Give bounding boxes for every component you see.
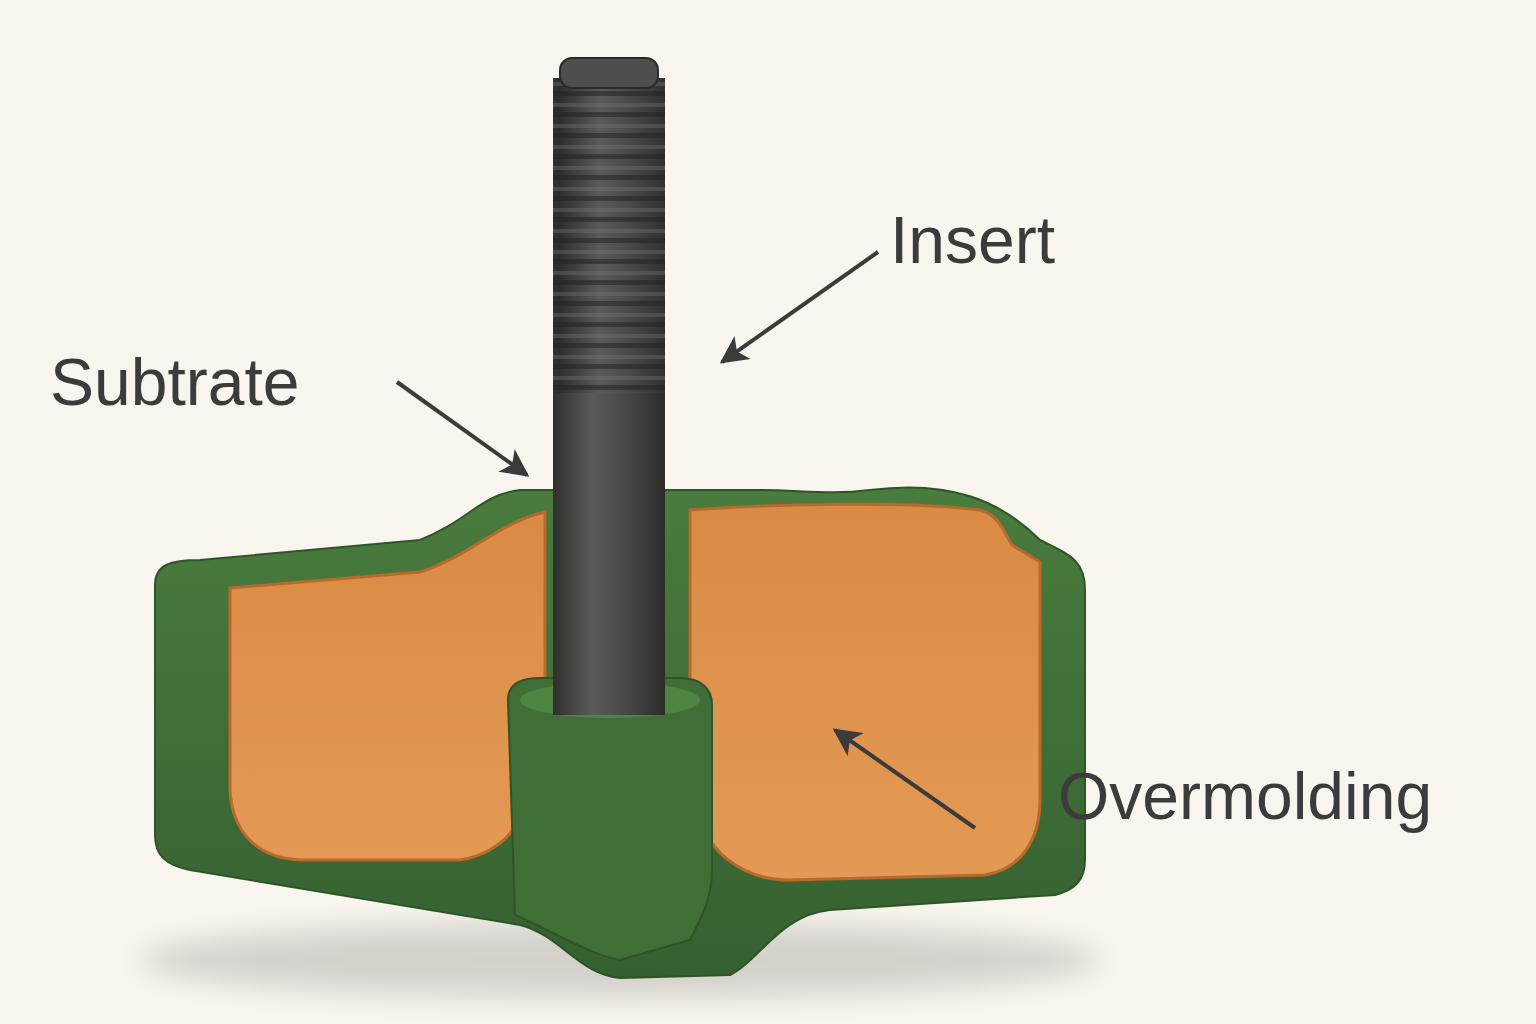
leader-arrow bbox=[722, 252, 878, 362]
insert-shank bbox=[553, 390, 665, 715]
overmold-left bbox=[230, 512, 545, 860]
part-label: Subtrate bbox=[50, 346, 300, 419]
insert-thread bbox=[553, 78, 665, 393]
substrate-boss bbox=[508, 678, 712, 960]
leader-arrow bbox=[835, 730, 975, 828]
overmold-right bbox=[690, 504, 1040, 880]
insert-tip bbox=[560, 58, 658, 88]
part-label: Insert bbox=[890, 204, 1055, 277]
leader-arrow bbox=[397, 382, 527, 475]
part-label: Overmolding bbox=[1058, 760, 1432, 833]
